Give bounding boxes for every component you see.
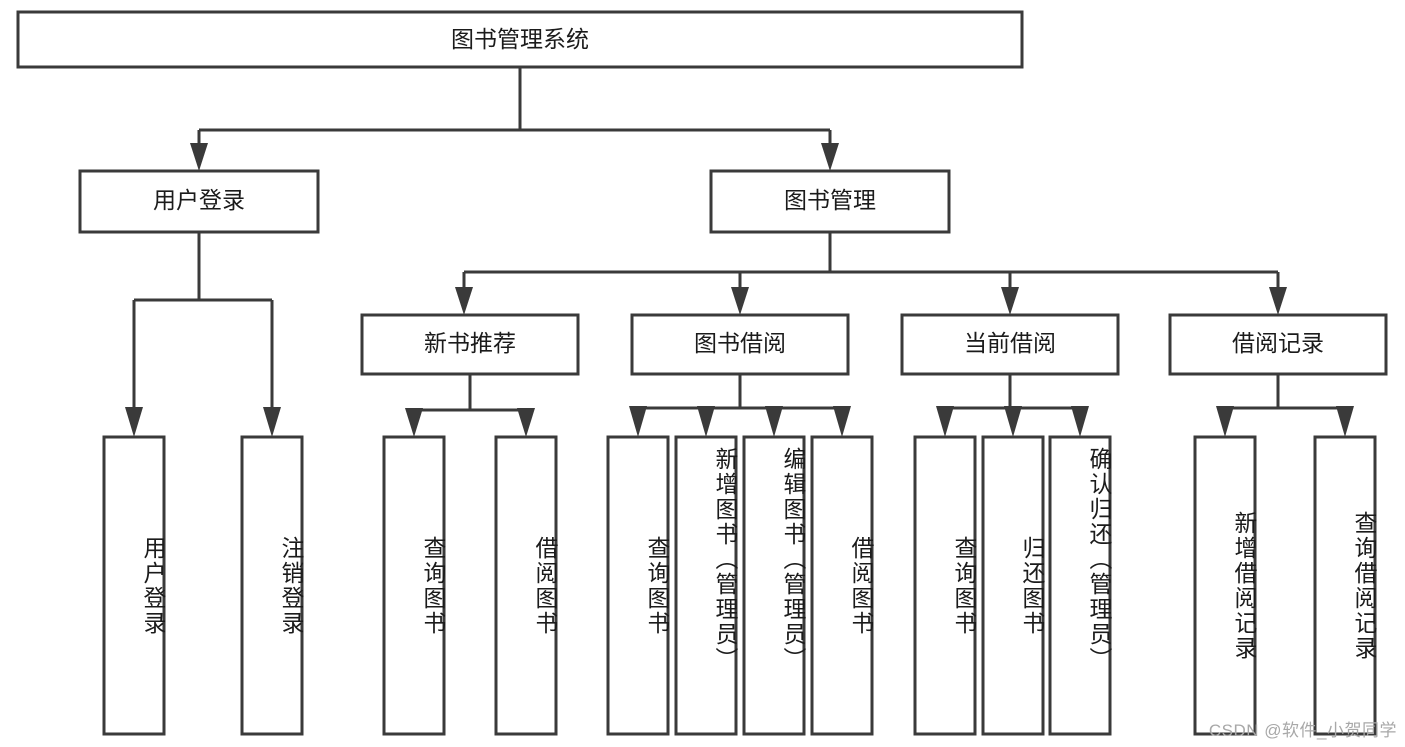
arrow-head-leaf-add-book bbox=[697, 406, 715, 437]
csdn-watermark: CSDN @软件_小贺同学 bbox=[1208, 721, 1397, 740]
node-new-book-recommend-label: 新书推荐 bbox=[424, 330, 516, 356]
arrow-head-leaf-query-record bbox=[1336, 406, 1354, 437]
node-current-borrow-label: 当前借阅 bbox=[964, 330, 1056, 356]
node-new-book-recommend-box[interactable] bbox=[360, 313, 580, 376]
node-current-borrow[interactable]: 当前借阅 bbox=[900, 313, 1120, 376]
node-book-management[interactable]: 图书管理 bbox=[709, 169, 951, 234]
arrow-head-new-book-recommend bbox=[455, 287, 473, 315]
connector-group-user-login bbox=[125, 232, 281, 437]
connector-group-borrow-record bbox=[1216, 374, 1354, 437]
node-root-box[interactable] bbox=[16, 10, 1024, 69]
connector-group-book-management bbox=[455, 232, 1287, 315]
node-book-borrow-label: 图书借阅 bbox=[694, 330, 786, 356]
leaf-boxes bbox=[102, 435, 1377, 736]
arrow-head-current-borrow bbox=[1001, 287, 1019, 315]
node-book-management-box[interactable] bbox=[709, 169, 951, 234]
connector-group-new-book-recommend bbox=[405, 374, 535, 437]
node-leaf-user-login-box[interactable] bbox=[102, 435, 166, 736]
node-root[interactable]: 图书管理系统 bbox=[16, 10, 1024, 69]
node-book-borrow-box[interactable] bbox=[630, 313, 850, 376]
node-borrow-record[interactable]: 借阅记录 bbox=[1168, 313, 1388, 376]
node-leaf-confirm-return-box[interactable] bbox=[1048, 435, 1112, 736]
arrow-head-leaf-edit-book bbox=[765, 406, 783, 437]
node-leaf-borrow-book-1-box[interactable] bbox=[494, 435, 558, 736]
node-leaf-return-book-box[interactable] bbox=[981, 435, 1045, 736]
node-leaf-query-book-1-box[interactable] bbox=[382, 435, 446, 736]
node-leaf-query-book-3-box[interactable] bbox=[913, 435, 977, 736]
connector-group-book-borrow bbox=[629, 374, 851, 437]
node-leaf-borrow-book-2-box[interactable] bbox=[810, 435, 874, 736]
node-book-management-label: 图书管理 bbox=[784, 187, 876, 213]
arrow-head-leaf-confirm-return bbox=[1071, 406, 1089, 437]
node-book-borrow[interactable]: 图书借阅 bbox=[630, 313, 850, 376]
node-leaf-add-book-box[interactable] bbox=[674, 435, 738, 736]
arrow-head-leaf-query-book-3 bbox=[936, 406, 954, 437]
arrow-head-leaf-query-book-2 bbox=[629, 406, 647, 437]
arrow-head-leaf-borrow-book-1 bbox=[517, 408, 535, 437]
connector-group-root bbox=[190, 67, 839, 171]
node-leaf-add-record-box[interactable] bbox=[1193, 435, 1257, 736]
node-leaf-edit-book-box[interactable] bbox=[742, 435, 806, 736]
arrow-head-user-login bbox=[190, 143, 208, 171]
node-user-login[interactable]: 用户登录 bbox=[78, 169, 320, 234]
arrow-head-leaf-borrow-book-2 bbox=[833, 406, 851, 437]
arrow-head-leaf-query-book-1 bbox=[405, 408, 423, 437]
arrow-head-borrow-record bbox=[1269, 287, 1287, 315]
node-leaf-query-record-box[interactable] bbox=[1313, 435, 1377, 736]
node-user-login-box[interactable] bbox=[78, 169, 320, 234]
node-borrow-record-label: 借阅记录 bbox=[1232, 330, 1324, 356]
node-current-borrow-box[interactable] bbox=[900, 313, 1120, 376]
node-root-label: 图书管理系统 bbox=[451, 26, 589, 52]
node-new-book-recommend[interactable]: 新书推荐 bbox=[360, 313, 580, 376]
arrow-head-book-management bbox=[821, 143, 839, 171]
arrow-head-leaf-logout-login bbox=[263, 407, 281, 437]
node-leaf-logout-login-box[interactable] bbox=[240, 435, 304, 736]
arrow-head-leaf-return-book bbox=[1004, 406, 1022, 437]
node-user-login-label: 用户登录 bbox=[153, 187, 245, 213]
node-leaf-query-book-2-box[interactable] bbox=[606, 435, 670, 736]
connector-group-current-borrow bbox=[936, 374, 1089, 437]
arrow-head-leaf-user-login bbox=[125, 407, 143, 437]
arrow-head-leaf-add-record bbox=[1216, 406, 1234, 437]
arrow-head-book-borrow bbox=[731, 287, 749, 315]
node-borrow-record-box[interactable] bbox=[1168, 313, 1388, 376]
